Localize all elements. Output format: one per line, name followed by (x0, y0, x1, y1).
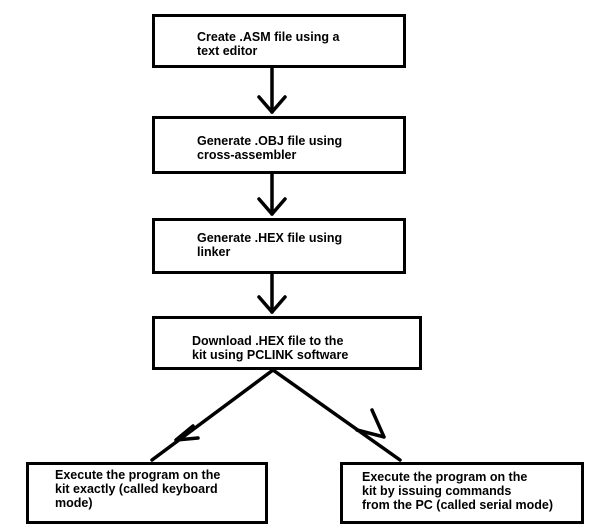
arrow-step2-to-step3 (257, 172, 287, 216)
step-create-asm-label: Create .ASM file using a text editor (197, 30, 340, 58)
arrow-step1-to-step2 (257, 66, 287, 114)
outcome-serial-mode-label: Execute the program on the kit by issuin… (362, 470, 554, 512)
step-create-asm-box (152, 14, 406, 68)
step-generate-hex-box (152, 218, 406, 274)
arrow-step4-to-keyboard-mode (150, 368, 275, 462)
step-generate-obj-label: Generate .OBJ file using cross-assembler (197, 134, 343, 162)
outcome-keyboard-mode-box (26, 462, 268, 524)
arrow-step4-to-serial-mode (271, 368, 402, 462)
outcome-serial-mode-box (340, 462, 584, 524)
step-download-hex-box (152, 316, 422, 370)
step-generate-obj-box (152, 116, 406, 174)
step-download-hex-label: Download .HEX file to the kit using PCLI… (192, 334, 349, 362)
step-generate-hex-label: Generate .HEX file using linker (197, 231, 343, 259)
outcome-keyboard-mode-label: Execute the program on the kit exactly (… (55, 468, 221, 510)
arrow-step3-to-step4 (257, 272, 287, 314)
